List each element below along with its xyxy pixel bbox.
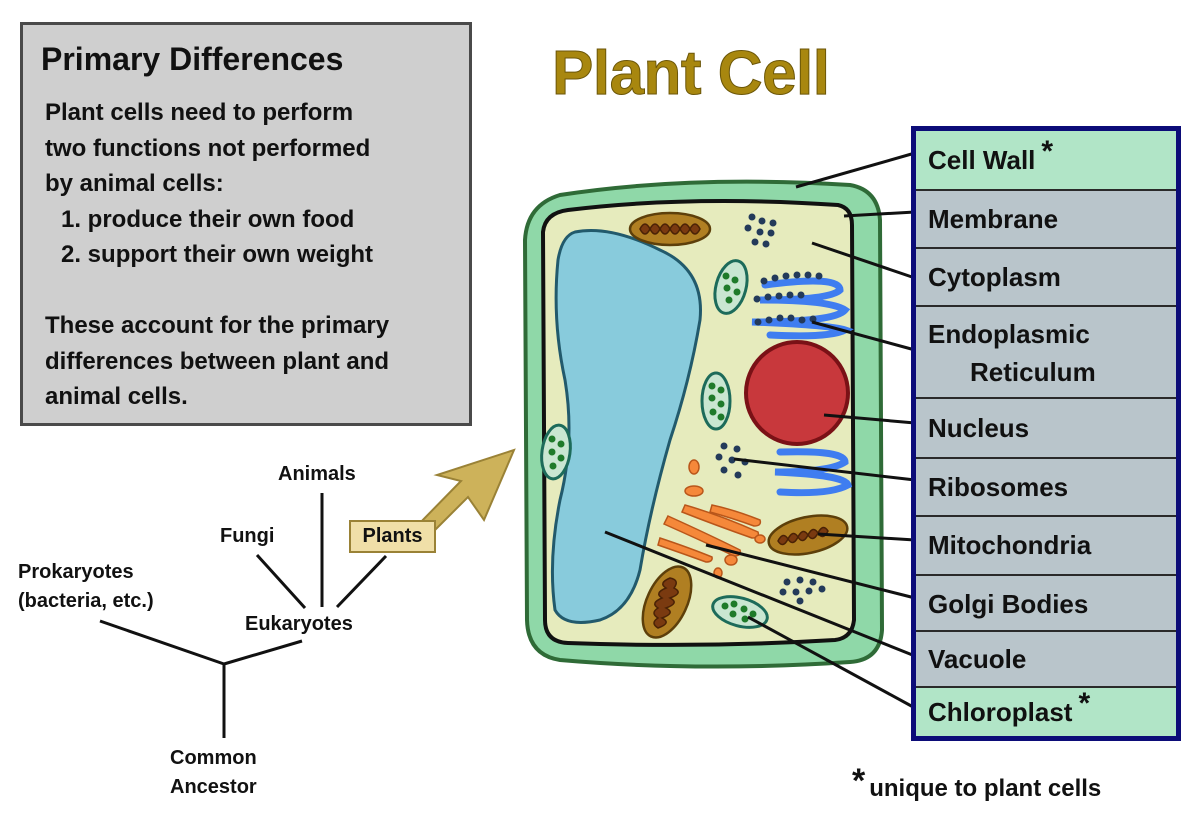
legend-label: Membrane [928, 204, 1059, 234]
diff-line: differences between plant and [45, 347, 390, 375]
legend-label: Cytoplasm [928, 262, 1061, 292]
legend-row-ribosomes: Ribosomes [916, 457, 1176, 515]
tree-lines [99, 493, 388, 738]
diff-list-item: 2. support their own weight [61, 241, 373, 268]
legend-label: Ribosomes [928, 472, 1069, 502]
ancestor-line: Ancestor [170, 776, 257, 798]
prokaryotes-line: Prokaryotes [18, 561, 134, 583]
legend-row-mitochondria: Mitochondria [916, 515, 1176, 574]
tree-branch-fungi [255, 553, 307, 610]
legend-label: Vacuole [928, 644, 1027, 674]
legend-row-chloroplast: Chloroplast* [916, 686, 1176, 736]
tree-label-animals: Animals [278, 463, 356, 485]
tree-branch-prokaryotes [99, 619, 225, 666]
legend-label: Endoplasmic [928, 319, 1090, 349]
page-title: Plant Cell [552, 39, 831, 109]
primary-differences-text: Plant cells need to perform two function… [45, 95, 389, 415]
leader-membrane [843, 210, 916, 218]
diff-line: animal cells. [45, 383, 188, 410]
legend-label: Chloroplast [928, 697, 1073, 727]
unique-star-icon: * [852, 762, 866, 800]
unique-star-icon: * [1041, 135, 1054, 168]
vacuole [550, 228, 702, 624]
leader-vacuole [604, 530, 916, 658]
unique-star-icon: * [1078, 687, 1091, 720]
tree-branch-plants [335, 554, 388, 609]
legend-row-cytoplasm: Cytoplasm [916, 247, 1176, 305]
legend-row-vacuole: Vacuole [916, 630, 1176, 686]
ribosomes [715, 213, 826, 605]
legend-label: Mitochondria [928, 530, 1092, 560]
legend-row-nucleus: Nucleus [916, 397, 1176, 457]
diff-list-item: 1. produce their own food [61, 205, 355, 233]
nucleus [744, 340, 850, 446]
footnote-text: unique to plant cells [869, 775, 1102, 802]
legend-label: Cell Wall [928, 145, 1036, 175]
diff-line: two functions not performed [45, 134, 371, 162]
er-ribosomes [753, 271, 823, 326]
leader-er [811, 320, 916, 352]
legend-label: Golgi Bodies [928, 589, 1089, 619]
primary-differences-panel: Primary Differences Plant cells need to … [20, 22, 472, 426]
leader-nucleus [823, 413, 916, 425]
leader-cell-wall [795, 151, 916, 189]
leader-cytoplasm [811, 241, 916, 280]
ancestor-line: Common [170, 747, 257, 769]
leader-mitochondria [817, 532, 916, 542]
mitochondria [628, 211, 849, 639]
leader-chloroplast [747, 615, 916, 710]
organelle-legend: Cell Wall* Membrane Cytoplasm Endoplasmi… [911, 126, 1181, 741]
tree-label-common-ancestor: Common Ancestor [170, 744, 257, 802]
footnote: *unique to plant cells [852, 762, 1102, 805]
diff-line: Plant cells need to perform [45, 99, 354, 126]
tree-label-prokaryotes: Prokaryotes (bacteria, etc.) [18, 558, 154, 616]
leader-lines [604, 151, 916, 710]
golgi-bodies [657, 459, 766, 579]
diff-line: by animal cells: [45, 170, 224, 197]
diff-line: These account for the primary [45, 312, 390, 339]
tree-branch-eukaryotes [223, 639, 303, 666]
tree-label-eukaryotes: Eukaryotes [245, 613, 353, 635]
legend-row-membrane: Membrane [916, 189, 1176, 247]
tree-label-plants: Plants [349, 520, 436, 553]
primary-differences-heading: Primary Differences [41, 41, 344, 77]
legend-label: Reticulum [970, 357, 1096, 387]
legend-row-cell-wall: Cell Wall* [916, 131, 1176, 189]
leader-golgi [705, 543, 916, 600]
legend-row-golgi: Golgi Bodies [916, 574, 1176, 630]
legend-label: Nucleus [928, 413, 1030, 443]
tree-label-fungi: Fungi [220, 525, 275, 547]
leader-ribosomes [733, 457, 916, 482]
prokaryotes-line: (bacteria, etc.) [18, 590, 154, 612]
